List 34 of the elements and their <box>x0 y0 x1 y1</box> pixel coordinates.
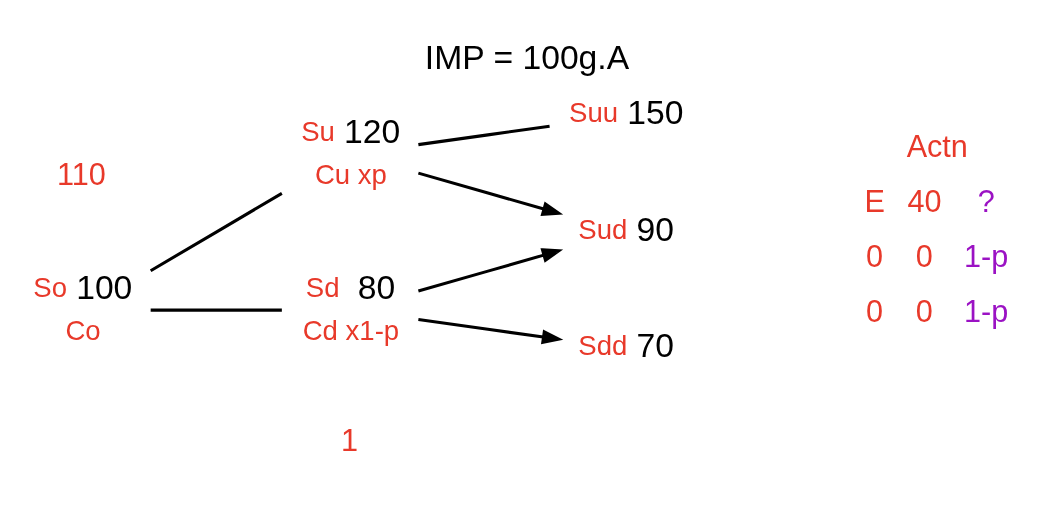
node-text: 150 <box>627 93 684 131</box>
arrow <box>418 317 564 344</box>
label: 1 <box>341 422 359 457</box>
node-label: Sud <box>578 213 628 245</box>
node-label: Su <box>301 115 335 147</box>
label: 0 <box>866 293 884 328</box>
label: 0 <box>915 293 933 328</box>
label: 0 <box>915 238 933 273</box>
connector <box>150 308 282 312</box>
arrow <box>417 171 564 216</box>
label: E <box>864 183 885 218</box>
node-text: 100 <box>76 268 133 306</box>
connector <box>418 124 550 146</box>
node-label: Suu <box>569 96 619 128</box>
node-text: 120 <box>344 112 401 150</box>
arrow <box>417 247 564 292</box>
node-label: Sd <box>305 271 340 303</box>
label: ? <box>977 183 995 218</box>
diagram-title: IMP = 100g.A <box>424 38 630 76</box>
node-label: Sdd <box>578 329 628 361</box>
node-text: 90 <box>636 210 674 248</box>
label: 110 <box>57 156 106 191</box>
label: 1-p <box>964 293 1009 328</box>
node-label: So <box>33 271 68 303</box>
connector <box>149 191 283 272</box>
label: 40 <box>907 183 942 218</box>
node-text: 70 <box>636 326 674 364</box>
node-label: Cd x1-p <box>302 314 400 346</box>
label: Actn <box>906 128 968 163</box>
label: 1-p <box>964 238 1009 273</box>
node-text: 80 <box>357 268 396 306</box>
node-label: Cu xp <box>314 158 387 190</box>
node-label: Co <box>65 314 101 346</box>
label: 0 <box>866 238 884 273</box>
